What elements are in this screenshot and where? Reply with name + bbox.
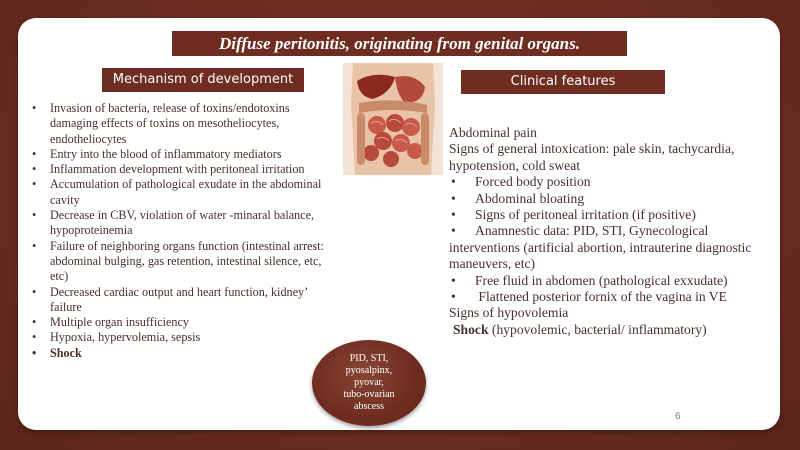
bullet-icon: • [451, 207, 456, 223]
list-item: •Signs of peritoneal irritation (if posi… [451, 207, 696, 223]
list-item-shock: Shock [30, 346, 330, 362]
list-item: Inflammation development with peritoneal… [30, 162, 330, 178]
abdominal-organs-illustration [343, 63, 443, 175]
list-item: Decreased cardiac output and heart funct… [30, 285, 330, 316]
hypovolemia-line: Signs of hypovolemia [449, 305, 569, 321]
mechanism-header: Mechanism of development [102, 68, 304, 92]
bullet-icon: • [451, 289, 456, 305]
list-item: Hypoxia, hypervolemia, sepsis [30, 330, 330, 346]
slide-title: Diffuse peritonitis, originating from ge… [172, 31, 627, 56]
oval-line: tubo-ovarian [343, 389, 395, 400]
list-item: Decrease in CBV, violation of water -min… [30, 208, 330, 239]
list-item: • Flattened posterior fornix of the vagi… [451, 289, 727, 305]
bullet-icon: • [451, 272, 456, 288]
oval-line: pyovar, [354, 377, 384, 388]
bullet-icon: • [451, 190, 456, 206]
oval-line: pyosalpinx, [345, 365, 393, 376]
list-item: Multiple organ insufficiency [30, 315, 330, 331]
oval-line: PID, STI, [349, 353, 389, 364]
list-item: •Abdominal bloating [451, 190, 585, 206]
list-item: •Forced body position [451, 174, 591, 190]
bullet-icon: • [451, 223, 456, 239]
clinical-features-header: Clinical features [461, 70, 665, 94]
oval-line: abscess [354, 401, 384, 412]
shock-line: Shock (hypovolemic, bacterial/ inflammat… [453, 321, 707, 337]
list-item: •Free fluid in abdomen (pathological exx… [451, 272, 728, 288]
list-item: Accumulation of pathological exudate in … [30, 177, 330, 208]
list-item: Entry into the blood of inflammatory med… [30, 147, 330, 163]
list-item: Failure of neighboring organs function (… [30, 239, 330, 285]
page-number: 6 [675, 411, 681, 422]
abdominal-pain-line: Abdominal pain [449, 125, 537, 140]
bullet-icon: • [451, 174, 456, 190]
clinical-features-text: Abdominal pain Signs of general intoxica… [449, 125, 769, 338]
causes-oval: PID, STI, pyosalpinx, pyovar, tubo-ovari… [312, 340, 426, 426]
list-item: •Anamnestic data: PID, STI, Gynecologica… [449, 223, 752, 272]
intoxication-line: Signs of general intoxication: pale skin… [449, 141, 735, 173]
list-item: Invasion of bacteria, release of toxins/… [30, 101, 330, 147]
mechanism-list: Invasion of bacteria, release of toxins/… [30, 101, 330, 361]
